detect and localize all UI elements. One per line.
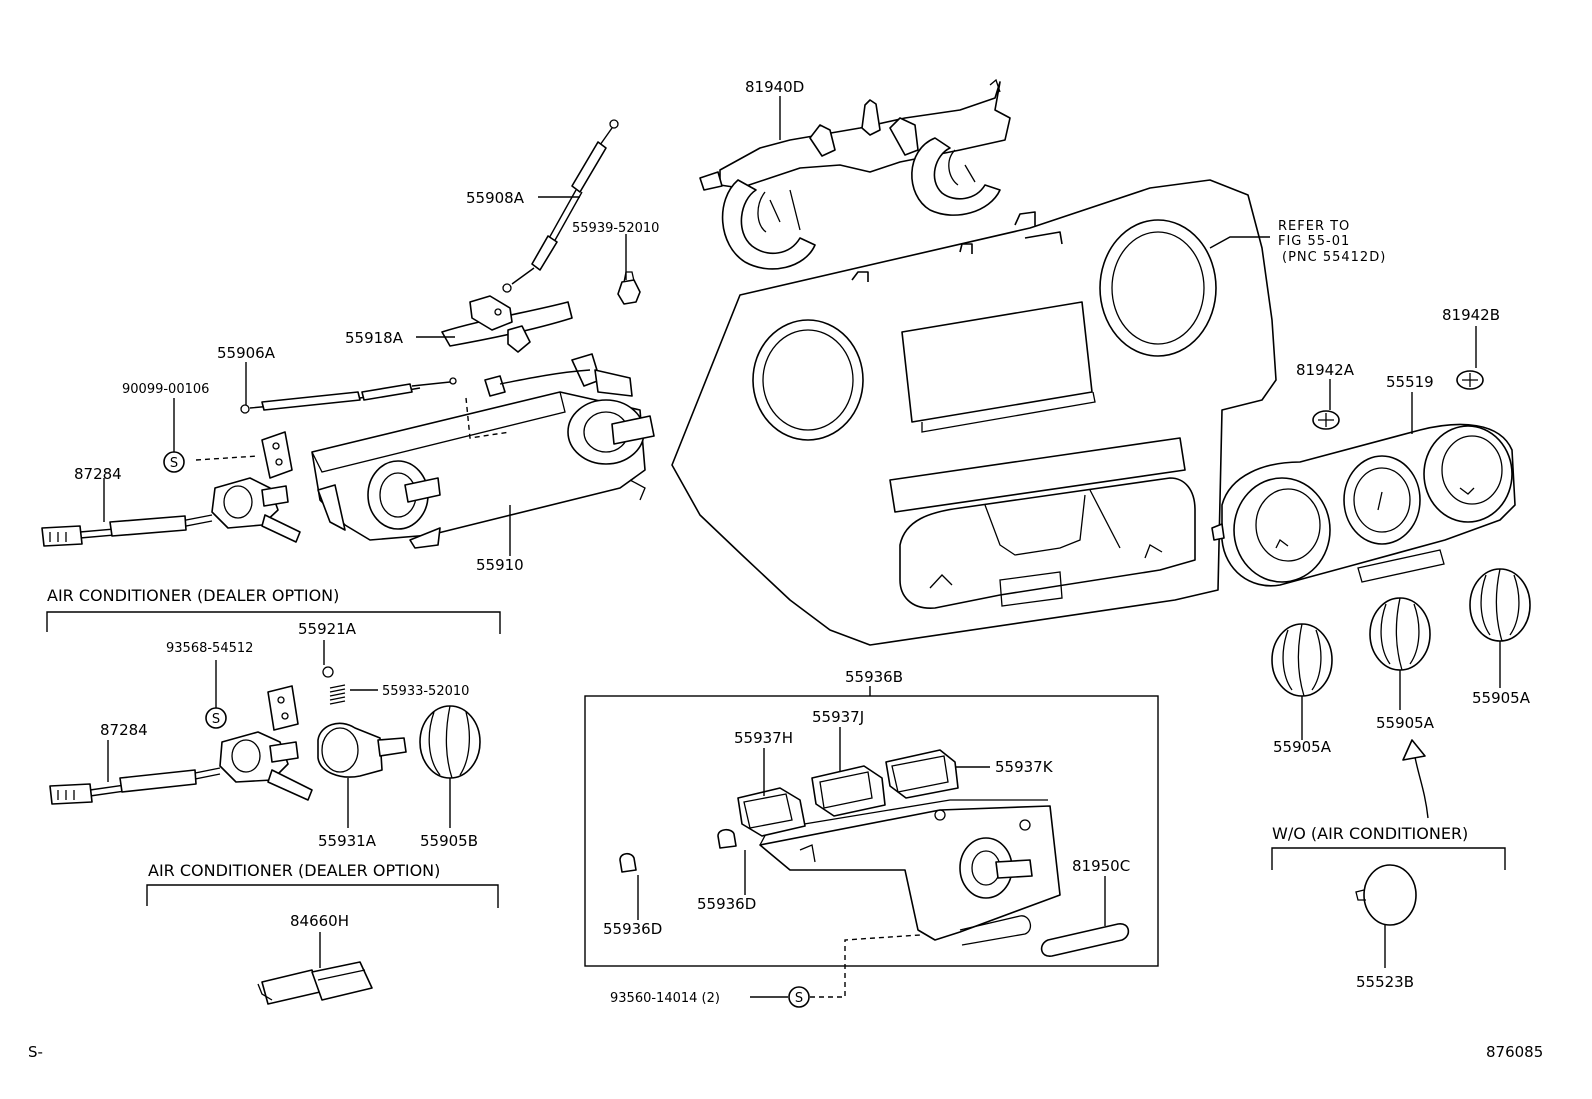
lever-55918a-drawing — [441, 295, 573, 353]
switch-group-55936b-drawing — [584, 695, 1159, 967]
screw-symbol-1: S — [163, 451, 185, 473]
section-ac-option-2: AIR CONDITIONER (DEALER OPTION) — [148, 861, 440, 880]
label-55905a-middle: 55905A — [1376, 714, 1435, 732]
label-55905b: 55905B — [420, 832, 478, 850]
label-93568-54512: 93568-54512 — [166, 641, 253, 656]
label-55905a-right: 55905A — [1472, 689, 1531, 707]
bracket-81940d-drawing — [699, 78, 1011, 270]
refer-note-line-1: REFER TO — [1278, 219, 1350, 234]
leader-lines — [103, 96, 1501, 998]
label-55937j: 55937J — [812, 708, 864, 726]
label-55939-52010: 55939-52010 — [572, 221, 659, 236]
label-55937h: 55937H — [734, 729, 793, 747]
label-55519: 55519 — [1386, 373, 1434, 391]
label-55918a: 55918A — [345, 329, 404, 347]
label-55905a-left: 55905A — [1273, 738, 1332, 756]
label-55910: 55910 — [476, 556, 524, 574]
section-ac-option-1: AIR CONDITIONER (DEALER OPTION) — [47, 586, 339, 605]
screw-symbol-3: S — [788, 986, 810, 1008]
heater-control-55910-drawing — [311, 353, 655, 549]
label-81942a: 81942A — [1296, 361, 1355, 379]
refer-note-line-2: FIG 55-01 — [1278, 234, 1350, 249]
label-55921a: 55921A — [298, 620, 357, 638]
wo-ac-drawing — [1271, 847, 1506, 926]
label-55936b: 55936B — [845, 668, 903, 686]
label-55906a: 55906A — [217, 344, 276, 362]
clip-55939-drawing — [617, 271, 641, 305]
label-87284-upper: 87284 — [74, 465, 122, 483]
center-panel-drawing — [671, 179, 1277, 646]
label-90099-00106: 90099-00106 — [122, 382, 209, 397]
refer-note-line-3: (PNC 55412D) — [1282, 250, 1386, 265]
cable-55908a-drawing — [502, 119, 619, 293]
code-left: S- — [28, 1043, 43, 1061]
clips-81942-drawing — [1312, 370, 1484, 430]
cable-55906a-drawing — [240, 377, 457, 414]
label-87284-lower: 87284 — [100, 721, 148, 739]
label-84660h: 84660H — [290, 912, 349, 930]
control-panel-55519-drawing — [1211, 423, 1516, 587]
label-55523b: 55523B — [1356, 973, 1414, 991]
label-55936d-left: 55936D — [603, 920, 662, 938]
ac-option-1-drawing — [46, 611, 501, 805]
label-55937k: 55937K — [995, 758, 1054, 776]
label-55933-52010: 55933-52010 — [382, 684, 469, 699]
label-55931a: 55931A — [318, 832, 377, 850]
label-81942b: 81942B — [1442, 306, 1500, 324]
svg-text:S: S — [170, 456, 178, 471]
svg-text:S: S — [795, 991, 803, 1006]
ac-option-2-drawing — [146, 884, 499, 1005]
switch-87284-upper-drawing — [41, 431, 301, 547]
knobs-55905a-drawing — [1271, 568, 1531, 819]
label-55936d-middle: 55936D — [697, 895, 756, 913]
label-93560-14014: 93560-14014 (2) — [610, 991, 720, 1006]
screw-symbol-2: S — [205, 707, 227, 729]
code-right: 876085 — [1486, 1043, 1543, 1061]
label-81950c: 81950C — [1072, 857, 1130, 875]
svg-text:S: S — [212, 712, 220, 727]
section-wo-ac: W/O (AIR CONDITIONER) — [1272, 824, 1468, 843]
label-81940d: 81940D — [745, 78, 804, 96]
label-55908a: 55908A — [466, 189, 525, 207]
